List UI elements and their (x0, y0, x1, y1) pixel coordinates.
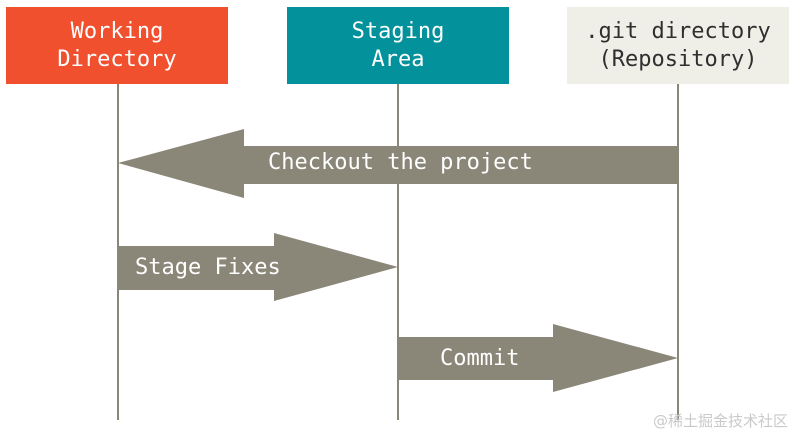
watermark: @稀土掘金技术社区 (652, 412, 788, 430)
working-directory-label-line1: Working (70, 18, 164, 44)
commit-arrow (398, 324, 678, 392)
staging-area-label-line2: Area (371, 46, 425, 72)
stage-fixes-arrow-label: Stage Fixes (135, 255, 281, 280)
working-directory-lifeline (117, 84, 119, 420)
git-directory-label-line1: .git directory (585, 18, 771, 44)
git-directory-label-line2: (Repository) (598, 46, 758, 72)
git-directory-box: .git directory (Repository) (567, 7, 789, 84)
staging-area-lifeline (397, 84, 399, 420)
checkout-arrow (118, 129, 678, 198)
staging-area-box: Staging Area (287, 7, 509, 84)
staging-area-label-line1: Staging (351, 18, 445, 44)
working-directory-box: Working Directory (6, 7, 228, 84)
checkout-arrow-label: Checkout the project (268, 150, 533, 175)
stage-fixes-arrow (119, 233, 398, 301)
commit-arrow-label: Commit (440, 346, 520, 371)
git-directory-lifeline (677, 84, 679, 420)
working-directory-label-line2: Directory (57, 46, 177, 72)
